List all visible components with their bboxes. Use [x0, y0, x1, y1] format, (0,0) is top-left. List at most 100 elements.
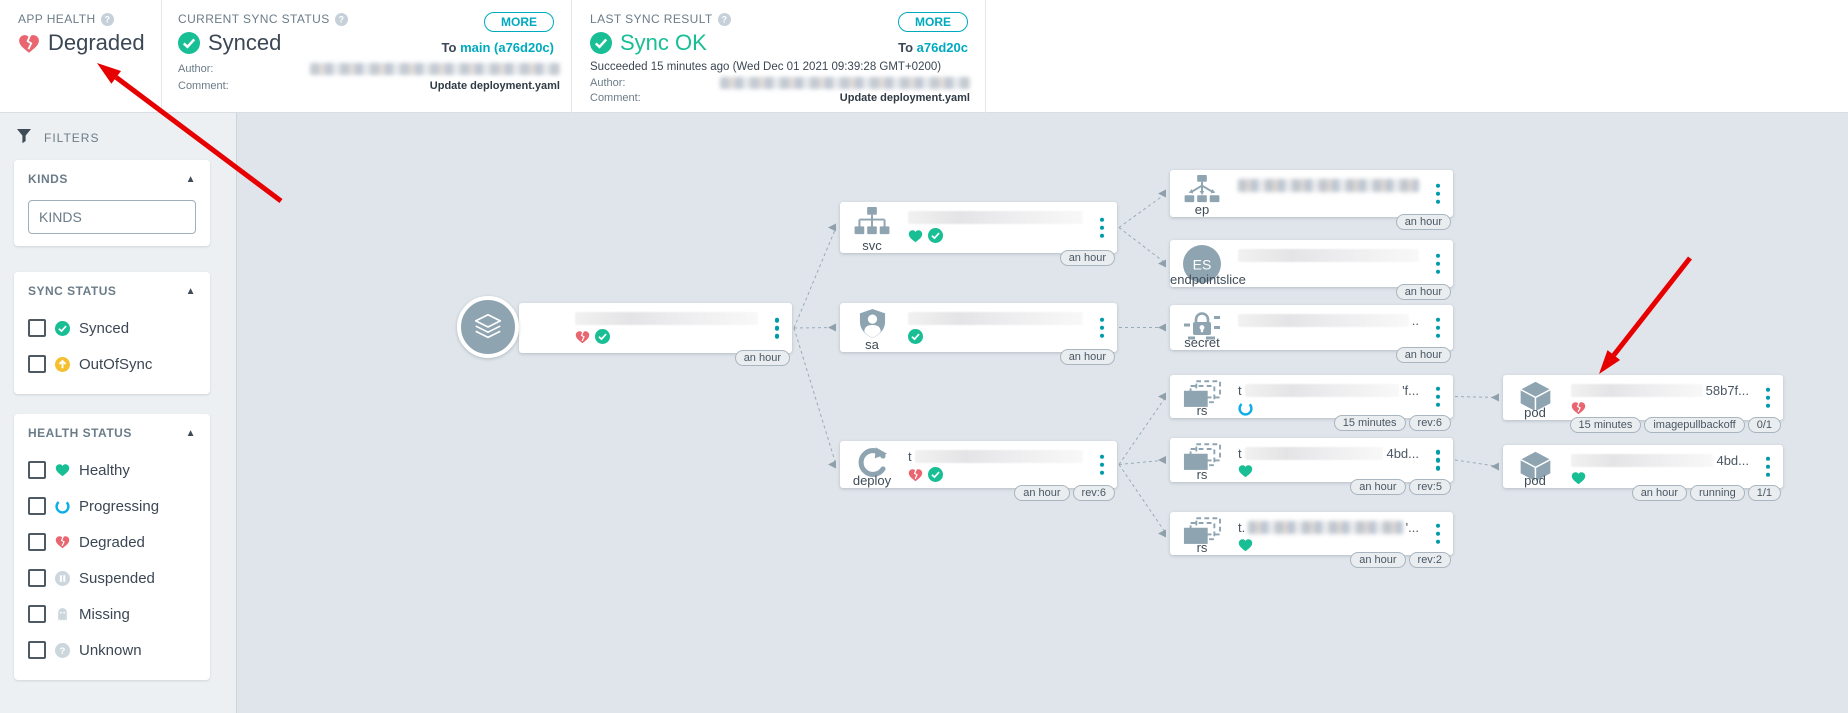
resource-kind-label: rs [1196, 467, 1208, 482]
help-icon[interactable]: ? [100, 12, 114, 26]
author-label: Author: [178, 63, 214, 75]
redacted-resource-name [1238, 178, 1419, 192]
resource-name [1238, 248, 1419, 262]
filter-funnel-icon [16, 128, 32, 147]
sa-resource-icon: sa [840, 303, 904, 352]
application-icon [457, 296, 519, 358]
resource-name [908, 210, 1083, 224]
secret-resource-icon: secret [1170, 305, 1234, 350]
node-tag: imagepullbackoff [1644, 417, 1745, 433]
svg-text:?: ? [721, 14, 727, 24]
suspended-icon [55, 570, 70, 586]
checkbox[interactable] [28, 497, 46, 515]
progressing-icon [55, 498, 70, 514]
missing-icon [55, 607, 70, 622]
node-tag: rev:6 [1072, 485, 1115, 501]
sync-succeeded-text: Succeeded 15 minutes ago (Wed Dec 01 202… [590, 61, 942, 73]
comment-label: Comment: [178, 80, 229, 92]
last-sync-more-button[interactable]: MORE [898, 12, 968, 32]
filter-option-label: Synced [79, 319, 130, 337]
revision-link[interactable]: a76d20c [916, 40, 968, 55]
pod-resource-icon: pod [1503, 445, 1567, 488]
node-tag: rev:5 [1408, 479, 1451, 495]
rs-resource-icon: rs [1170, 438, 1234, 482]
sync-status-title: SYNC STATUS [28, 284, 117, 298]
filter-option-outofsync[interactable]: OutOfSync [28, 346, 196, 382]
filter-option-synced[interactable]: Synced [28, 310, 196, 346]
node-menu-button[interactable] [1434, 448, 1443, 473]
node-menu-button[interactable] [1098, 452, 1107, 477]
node-menu-button[interactable] [1098, 215, 1107, 240]
checkbox[interactable] [28, 355, 46, 373]
resource-name [1238, 178, 1419, 192]
node-tag: rev:6 [1408, 415, 1451, 431]
healthy-heart-icon [1238, 464, 1253, 478]
node-menu-button[interactable] [1764, 385, 1773, 410]
redacted-resource-name [1571, 383, 1703, 397]
sync-ok-icon [590, 32, 612, 54]
node-tag: an hour [1059, 250, 1115, 266]
node-menu-button[interactable] [1434, 251, 1443, 276]
filter-option-healthy[interactable]: Healthy [28, 452, 196, 488]
resource-kind-label: endpointslice [1170, 272, 1246, 287]
redacted-resource-name [914, 449, 1083, 463]
node-tag: an hour [1059, 349, 1115, 365]
last-sync-revision: To a76d20c [898, 40, 968, 55]
filter-option-missing[interactable]: Missing [28, 596, 196, 632]
node-tag: an hour [734, 350, 790, 366]
node-tag: an hour [1350, 479, 1406, 495]
node-menu-button[interactable] [1764, 454, 1773, 479]
node-menu-button[interactable] [1434, 521, 1443, 546]
redacted-resource-name [1244, 446, 1384, 460]
checkbox[interactable] [28, 569, 46, 587]
filter-option-unknown[interactable]: ?Unknown [28, 632, 196, 668]
checkbox[interactable] [28, 461, 46, 479]
filter-option-degraded[interactable]: Degraded [28, 524, 196, 560]
node-menu-button[interactable] [1434, 315, 1443, 340]
help-icon[interactable]: ? [717, 12, 731, 26]
collapse-icon[interactable]: ▲ [185, 427, 196, 439]
synced-icon [928, 467, 943, 482]
checkbox[interactable] [28, 605, 46, 623]
node-tag: rev:2 [1408, 552, 1451, 568]
graph-node-sa[interactable]: sa an hour [840, 303, 1117, 365]
sync-status-more-button[interactable]: MORE [484, 12, 554, 32]
current-sync-panel: CURRENT SYNC STATUS ? Synced MORE To mai… [178, 0, 560, 113]
graph-node-secret[interactable]: secret..an hour [1170, 305, 1453, 363]
ep-resource-icon: ep [1170, 170, 1234, 217]
node-menu-button[interactable] [773, 316, 782, 341]
graph-node-app[interactable]: an hour [457, 296, 792, 366]
redacted-resource-name [1238, 248, 1419, 262]
resource-name [575, 311, 758, 325]
degraded-icon [55, 535, 70, 549]
collapse-icon[interactable]: ▲ [185, 173, 196, 185]
help-icon[interactable]: ? [334, 12, 348, 26]
redacted-author [310, 63, 560, 75]
revision-link[interactable]: main (a76d20c) [460, 40, 554, 55]
app-health-status: Degraded [48, 30, 145, 55]
checkbox[interactable] [28, 319, 46, 337]
filter-option-label: Progressing [79, 497, 160, 515]
collapse-icon[interactable]: ▲ [185, 285, 196, 297]
filter-option-suspended[interactable]: Suspended [28, 560, 196, 596]
checkbox[interactable] [28, 533, 46, 551]
kinds-filter-input[interactable] [28, 200, 196, 234]
node-menu-button[interactable] [1098, 315, 1107, 340]
resource-name [908, 311, 1083, 325]
filter-option-progressing[interactable]: Progressing [28, 488, 196, 524]
checkbox[interactable] [28, 641, 46, 659]
node-menu-button[interactable] [1434, 384, 1443, 409]
filter-option-label: OutOfSync [79, 355, 153, 373]
node-menu-button[interactable] [1434, 181, 1443, 206]
